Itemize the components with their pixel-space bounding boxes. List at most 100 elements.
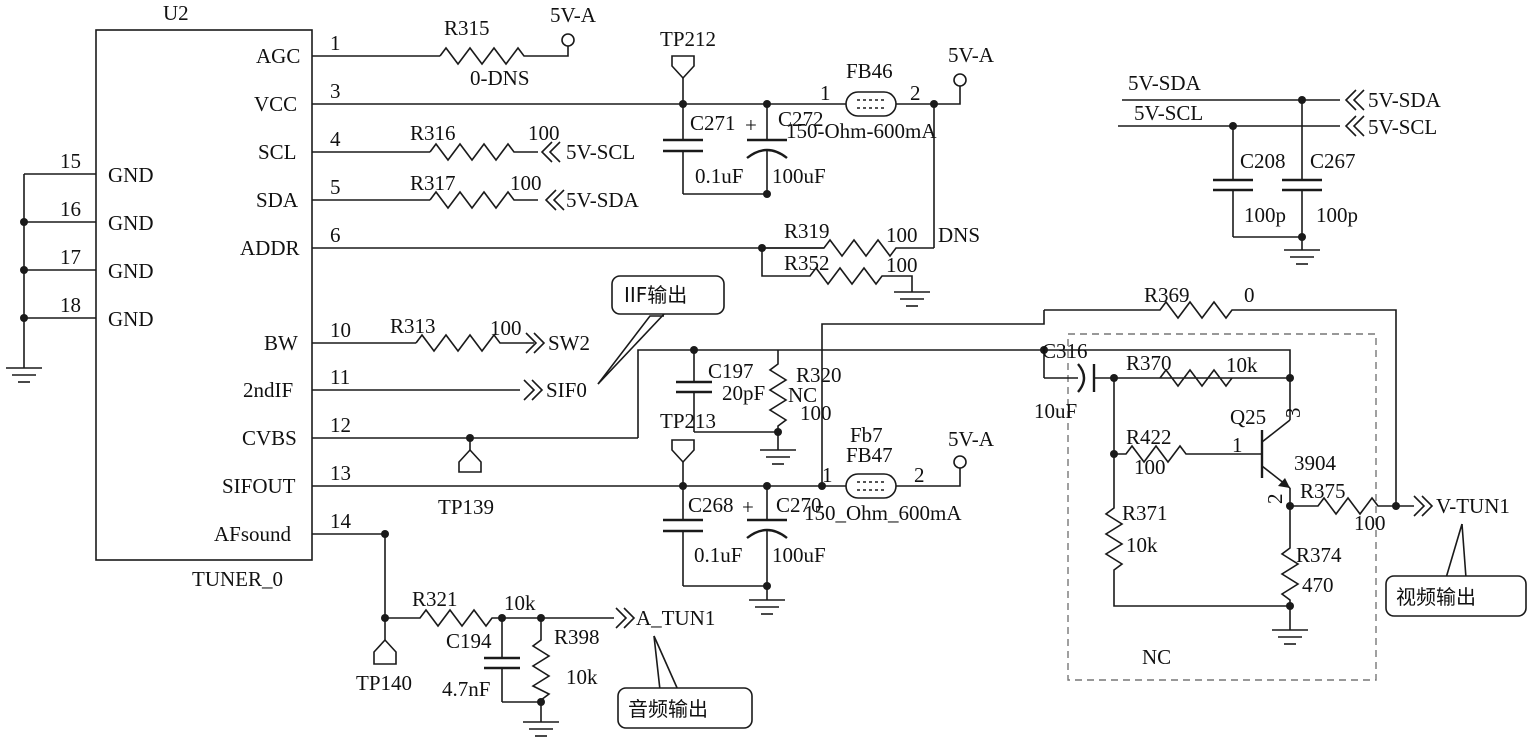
svg-text:2: 2 [914, 463, 925, 487]
svg-text:R316: R316 [410, 121, 456, 145]
svg-text:13: 13 [330, 461, 351, 485]
svg-text:4: 4 [330, 127, 341, 151]
tuner-pin-bw: BW 10 [264, 318, 416, 355]
c272-capacitor: + C272 100uF [745, 104, 826, 198]
svg-text:6: 6 [330, 223, 341, 247]
svg-text:17: 17 [60, 245, 81, 269]
r321-resistor: R321 10k [385, 587, 614, 628]
svg-text:R319: R319 [784, 219, 830, 243]
svg-text:V-TUN1: V-TUN1 [1436, 494, 1510, 518]
svg-text:2: 2 [910, 81, 921, 105]
svg-text:0: 0 [1244, 283, 1255, 307]
svg-text:Q25: Q25 [1230, 405, 1266, 429]
addr-network: R319 100 DNS R352 100 [758, 219, 980, 307]
svg-text:AGC: AGC [256, 44, 300, 68]
r370-resistor: R370 10k [1126, 351, 1258, 388]
svg-text:C267: C267 [1310, 149, 1356, 173]
svg-text:1: 1 [330, 31, 341, 55]
iif-output-callout: IIF输出 [597, 275, 725, 385]
svg-text:12: 12 [330, 413, 351, 437]
tuner-pin-cvbs: CVBS 12 [242, 413, 638, 450]
svg-text:+: + [745, 113, 757, 137]
c271-capacitor: C271 0.1uF [663, 104, 767, 195]
svg-text:R352: R352 [784, 251, 830, 275]
svg-text:R398: R398 [554, 625, 600, 649]
r369-resistor: R369 0 [1044, 283, 1397, 506]
svg-text:14: 14 [330, 509, 352, 533]
svg-text:C194: C194 [446, 629, 492, 653]
svg-text:AFsound: AFsound [214, 522, 292, 546]
tp212-testpoint: TP212 [660, 27, 716, 104]
svg-text:5V-SDA: 5V-SDA [566, 188, 640, 212]
ground-symbol [749, 599, 785, 615]
svg-text:10: 10 [330, 318, 351, 342]
svg-text:100: 100 [886, 223, 918, 247]
tp139-testpoint: TP139 [438, 438, 494, 519]
svg-text:100: 100 [1134, 455, 1166, 479]
c316-capacitor: C316 10uF [1034, 339, 1290, 423]
r422-resistor: R422 100 [1114, 425, 1262, 479]
svg-text:A_TUN1: A_TUN1 [636, 606, 715, 630]
svg-text:GND: GND [108, 163, 154, 187]
svg-text:DNS: DNS [938, 223, 980, 247]
svg-text:4.7nF: 4.7nF [442, 677, 490, 701]
svg-text:100p: 100p [1244, 203, 1286, 227]
tuner-part: TUNER_0 [192, 567, 283, 591]
ground-symbol [1284, 249, 1320, 265]
svg-text:5V-SDA: 5V-SDA [1128, 71, 1202, 95]
svg-text:18: 18 [60, 293, 81, 317]
svg-text:10k: 10k [1226, 353, 1258, 377]
svg-text:Fb7: Fb7 [850, 423, 883, 447]
svg-text:R422: R422 [1126, 425, 1172, 449]
tuner-pin-afsound: AFsound 14 [214, 509, 385, 546]
svg-text:+: + [742, 495, 754, 519]
svg-text:100: 100 [490, 316, 522, 340]
svg-text:R371: R371 [1122, 501, 1168, 525]
tuner-pin-agc: AGC 1 [256, 31, 440, 68]
svg-text:SW2: SW2 [548, 331, 590, 355]
svg-text:5V-SCL: 5V-SCL [1134, 101, 1203, 125]
svg-text:100uF: 100uF [772, 543, 826, 567]
svg-text:R317: R317 [410, 171, 456, 195]
svg-text:100: 100 [886, 253, 918, 277]
svg-text:0.1uF: 0.1uF [694, 543, 742, 567]
svg-text:C272: C272 [778, 107, 824, 131]
svg-text:5V-A: 5V-A [550, 3, 597, 27]
svg-text:C270: C270 [776, 493, 822, 517]
svg-text:16: 16 [60, 197, 81, 221]
svg-text:15: 15 [60, 149, 81, 173]
svg-text:11: 11 [330, 365, 350, 389]
svg-text:SIF0: SIF0 [546, 378, 587, 402]
tuner-pin-sifout: SIFOUT 13 [222, 461, 846, 498]
c208-capacitor: C208 100p [1213, 126, 1302, 238]
svg-text:音频输出: 音频输出 [628, 697, 708, 721]
svg-text:100: 100 [528, 121, 560, 145]
svg-text:CVBS: CVBS [242, 426, 297, 450]
svg-text:R374: R374 [1296, 543, 1342, 567]
svg-text:GND: GND [108, 307, 154, 331]
svg-text:3: 3 [1281, 408, 1305, 419]
cvbs-network: TP139 C197 20pF R320 NC 100 [438, 346, 1291, 519]
svg-text:BW: BW [264, 331, 298, 355]
svg-text:1: 1 [1232, 433, 1243, 457]
svg-text:R370: R370 [1126, 351, 1172, 375]
svg-text:10k: 10k [1126, 533, 1158, 557]
svg-text:SDA: SDA [256, 188, 299, 212]
r313-resistor: R313 100 SW2 [390, 314, 590, 355]
r317-resistor: R317 100 5V-SDA [410, 171, 640, 212]
c267-capacitor: C267 100p [1282, 100, 1358, 265]
tp213-testpoint: TP213 [660, 409, 716, 486]
video-buffer: NC R369 0 C316 10uF R370 10k [1034, 283, 1527, 681]
svg-text:ADDR: ADDR [240, 236, 300, 260]
ground-symbol [760, 449, 796, 465]
svg-text:150_Ohm_600mA: 150_Ohm_600mA [804, 501, 962, 525]
svg-text:100: 100 [1354, 511, 1386, 535]
tp140-testpoint: TP140 [356, 618, 412, 695]
svg-text:GND: GND [108, 259, 154, 283]
c194-capacitor: C194 4.7nF [442, 618, 541, 703]
svg-text:R369: R369 [1144, 283, 1190, 307]
c197-capacitor: C197 20pF [676, 350, 778, 433]
r374-resistor: R374 470 [1272, 506, 1342, 645]
r316-resistor: R316 100 5V-SCL [410, 121, 635, 164]
fb47-ferrite-bead: Fb7 FB47 1 2 150_Ohm_600mA 5V-A [804, 423, 995, 525]
